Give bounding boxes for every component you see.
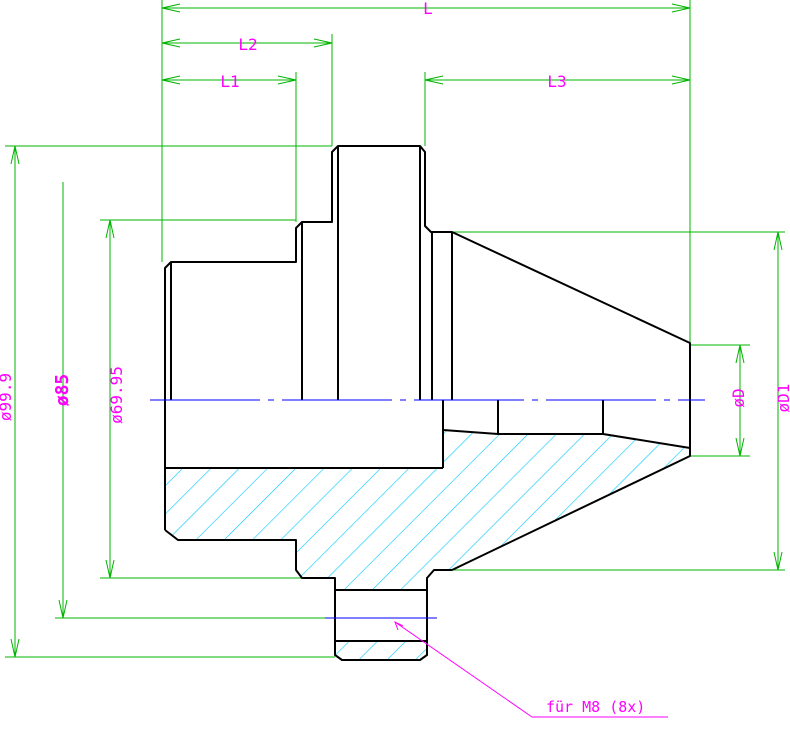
label-L: L — [423, 0, 433, 18]
label-L2: L2 — [238, 35, 257, 54]
label-L1: L1 — [220, 72, 239, 91]
label-L3: L3 — [547, 72, 566, 91]
part-outline — [164, 145, 691, 661]
dimension-labels: L L2 L1 L3 ø99.9 ø85 ø69.95 øD øD1 für M… — [0, 0, 790, 716]
label-dia-85: ø85 — [52, 374, 73, 407]
label-dia-D: øD — [729, 388, 748, 407]
label-dia-69-95: ø69.95 — [107, 366, 126, 424]
label-dia-D1: øD1 — [774, 384, 790, 413]
dimension-lines — [5, 0, 785, 658]
note-leader — [394, 620, 668, 718]
label-dia-99-9: ø99.9 — [0, 373, 15, 421]
center-lines — [150, 399, 705, 619]
thread-note: für M8 (8x) — [546, 698, 645, 716]
